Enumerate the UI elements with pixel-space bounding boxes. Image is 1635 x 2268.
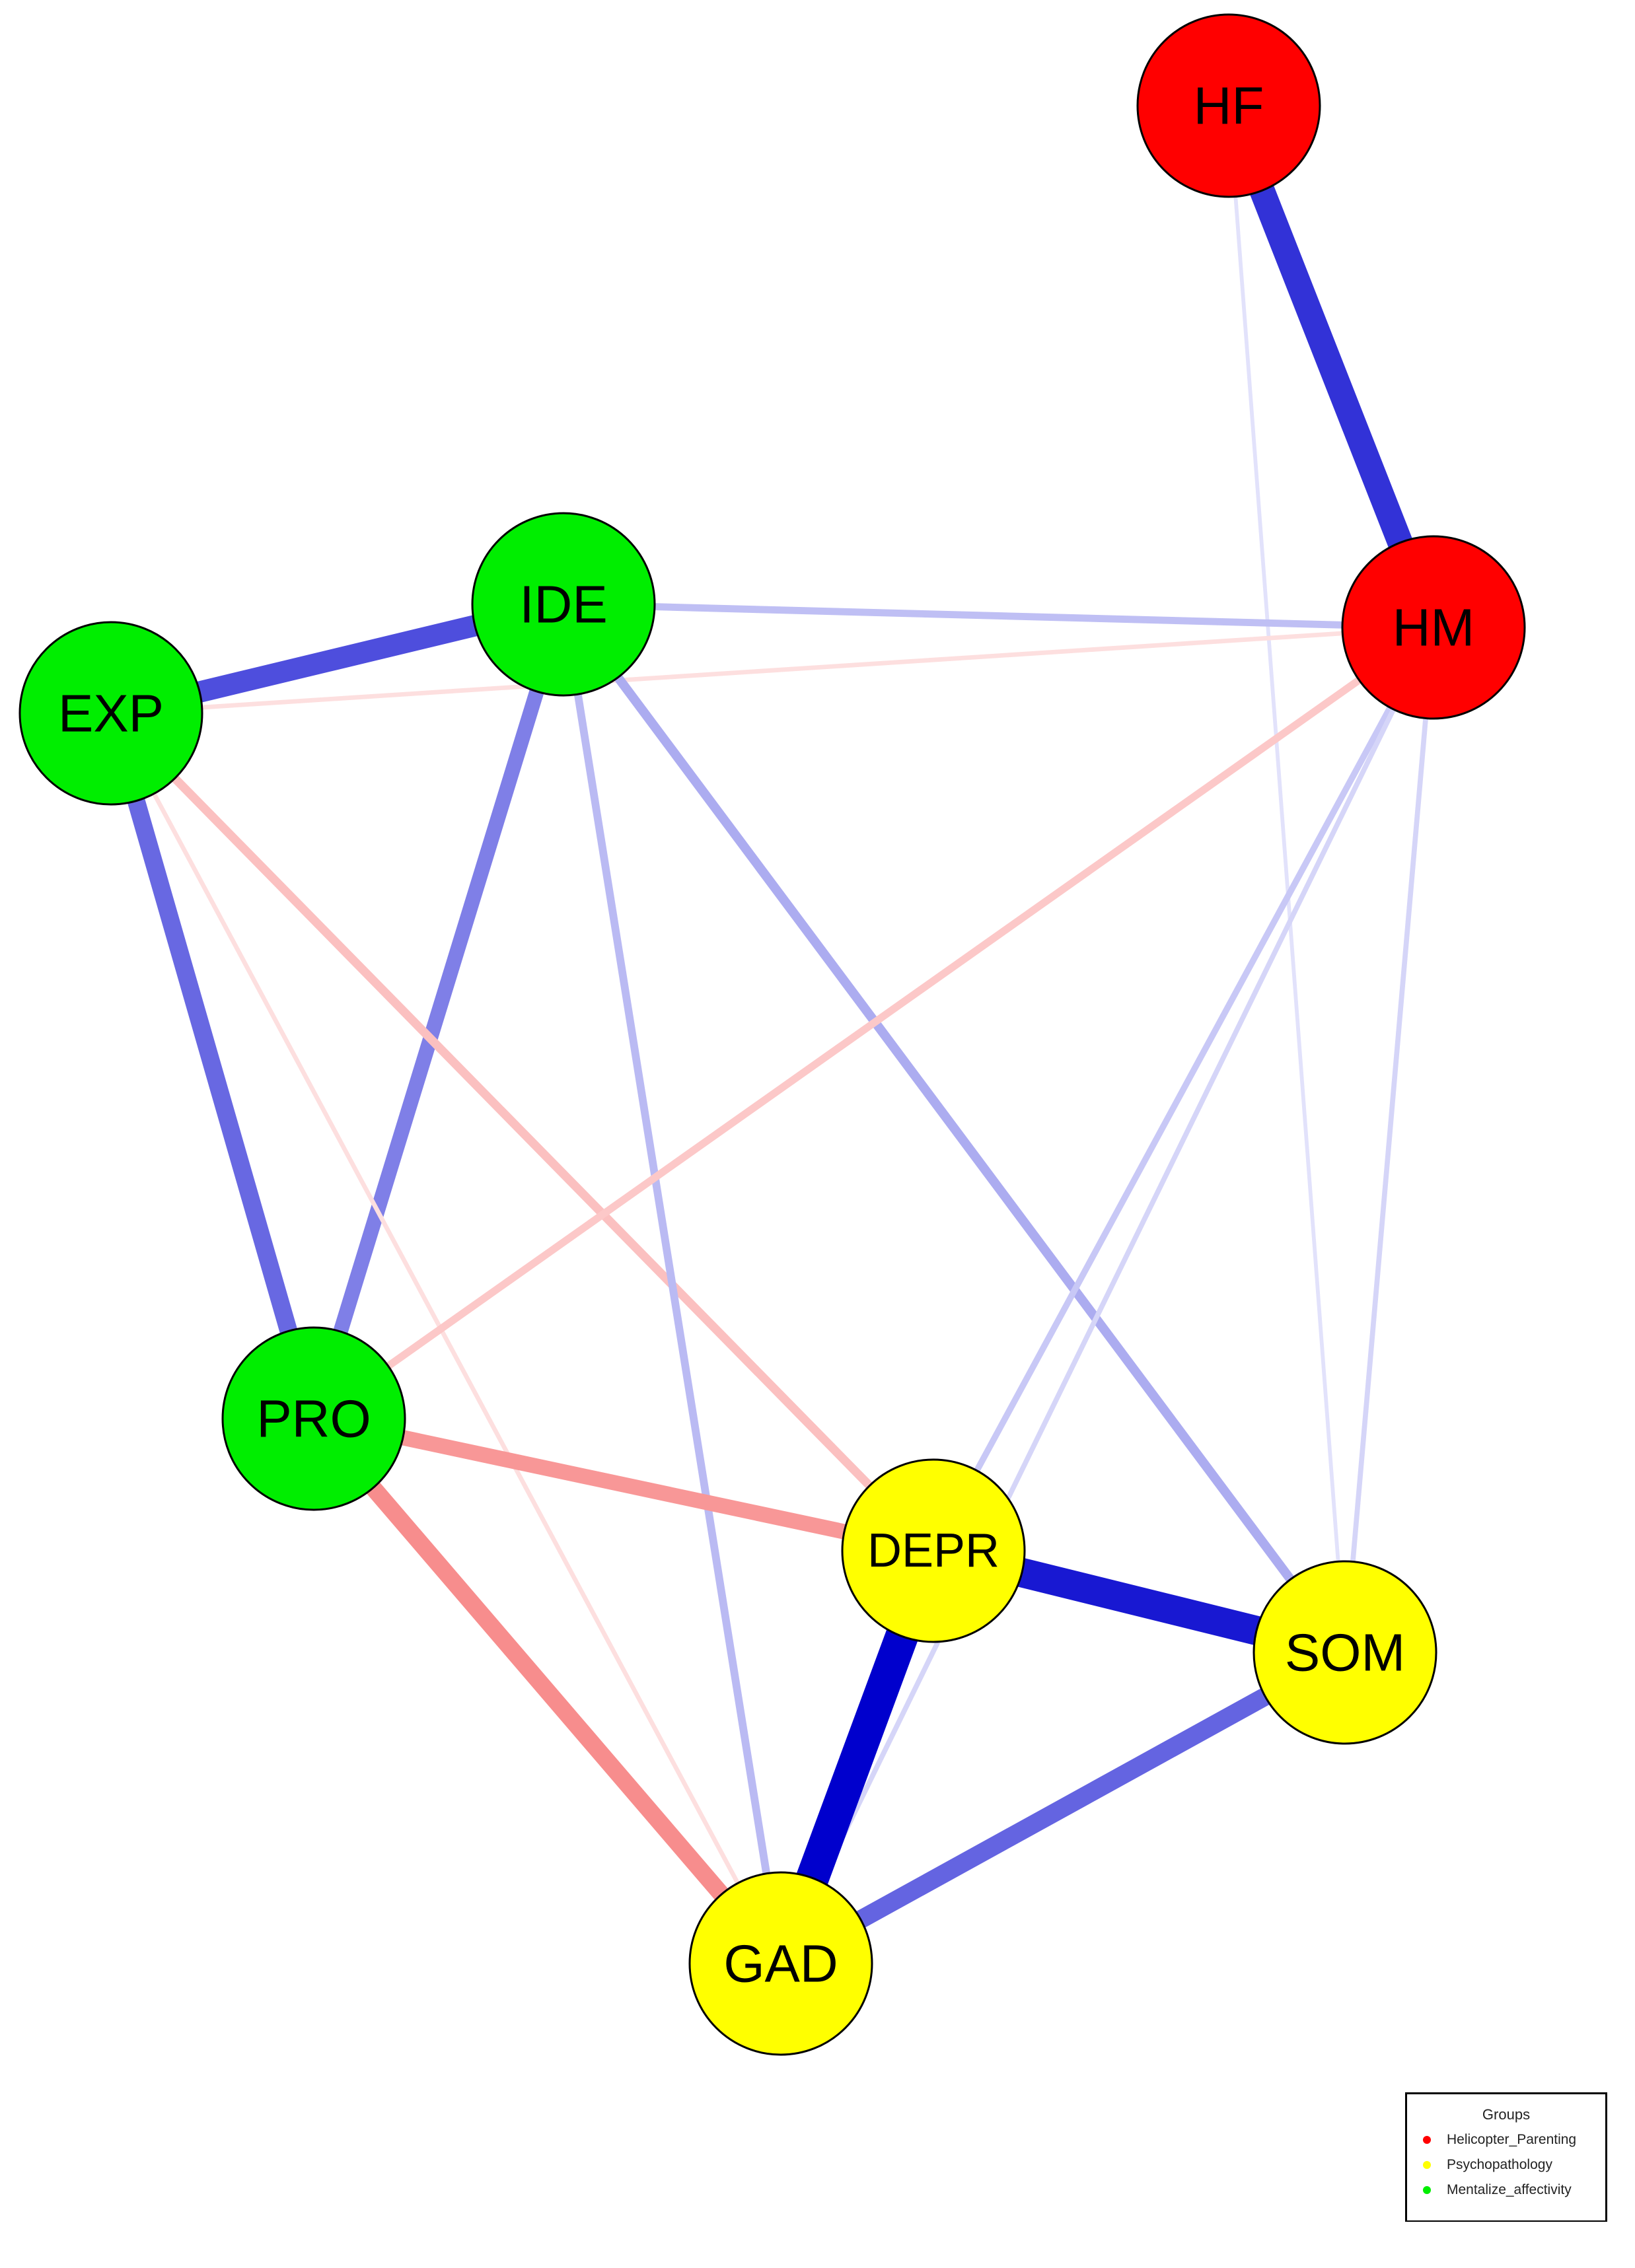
edges-layer — [102, 100, 1445, 1972]
node-som: SOM — [1253, 1560, 1437, 1745]
edge-ide-pro — [307, 602, 571, 1421]
edge-exp-hm — [110, 625, 1434, 716]
node-pro: PRO — [221, 1326, 406, 1511]
node-label: DEPR — [867, 1524, 999, 1577]
node-circle — [688, 1871, 873, 2056]
edge-hf-hm — [1217, 100, 1445, 633]
legend-dot — [1423, 2186, 1431, 2194]
edge-hf-som — [1227, 105, 1347, 1653]
edge-pro-depr — [312, 1411, 935, 1559]
legend-dot — [1423, 2136, 1431, 2144]
node-circle — [1136, 13, 1321, 198]
node-circle — [841, 1458, 1026, 1643]
node-circle — [221, 1326, 406, 1511]
legend-item-helicopter-parenting: Helicopter_Parenting — [1423, 2130, 1576, 2150]
edge-hm-depr — [930, 625, 1437, 1553]
node-depr: DEPR — [841, 1458, 1026, 1643]
edge-ide-gad — [560, 604, 785, 1964]
edge-som-gad — [776, 1644, 1350, 1972]
node-label: IDE — [519, 575, 607, 634]
node-ide: IDE — [471, 512, 656, 697]
edge-ide-hm — [563, 600, 1434, 631]
groups-legend: Groups Helicopter_Parenting Psychopathol… — [1405, 2092, 1607, 2222]
node-label: PRO — [256, 1390, 371, 1448]
legend-item-psychopathology: Psychopathology — [1423, 2155, 1552, 2175]
legend-item-mentalize-affectivity: Mentalize_affectivity — [1423, 2180, 1572, 2200]
legend-item-label: Helicopter_Parenting — [1447, 2132, 1577, 2147]
node-circle — [1341, 535, 1526, 720]
node-label: EXP — [58, 684, 164, 743]
node-circle — [471, 512, 656, 697]
edge-ide-som — [560, 601, 1349, 1656]
node-label: GAD — [723, 1934, 838, 1993]
edge-hm-gad — [778, 626, 1436, 1965]
edge-hm-som — [1342, 627, 1436, 1653]
node-label: SOM — [1285, 1623, 1405, 1682]
node-label: HM — [1393, 598, 1474, 657]
node-circle — [18, 621, 203, 806]
edge-exp-gad — [109, 712, 783, 1965]
node-exp: EXP — [18, 621, 203, 806]
edge-exp-pro — [102, 711, 322, 1421]
edge-exp-depr — [108, 710, 937, 1554]
node-hm: HM — [1341, 535, 1526, 720]
node-circle — [1253, 1560, 1437, 1745]
node-hf: HF — [1136, 13, 1321, 198]
legend-item-label: Psychopathology — [1447, 2157, 1552, 2172]
legend-title: Groups — [1482, 2106, 1531, 2123]
nodes-layer: HF HM IDE EXP PRO DEPR SOM GAD — [18, 13, 1526, 2056]
edge-pro-gad — [307, 1413, 787, 1969]
legend-item-label: Mentalize_affectivity — [1447, 2182, 1572, 2197]
legend-dot — [1423, 2161, 1431, 2169]
edge-hm-pro — [311, 624, 1436, 1422]
node-label: HF — [1194, 77, 1264, 135]
node-gad: GAD — [688, 1871, 873, 2056]
